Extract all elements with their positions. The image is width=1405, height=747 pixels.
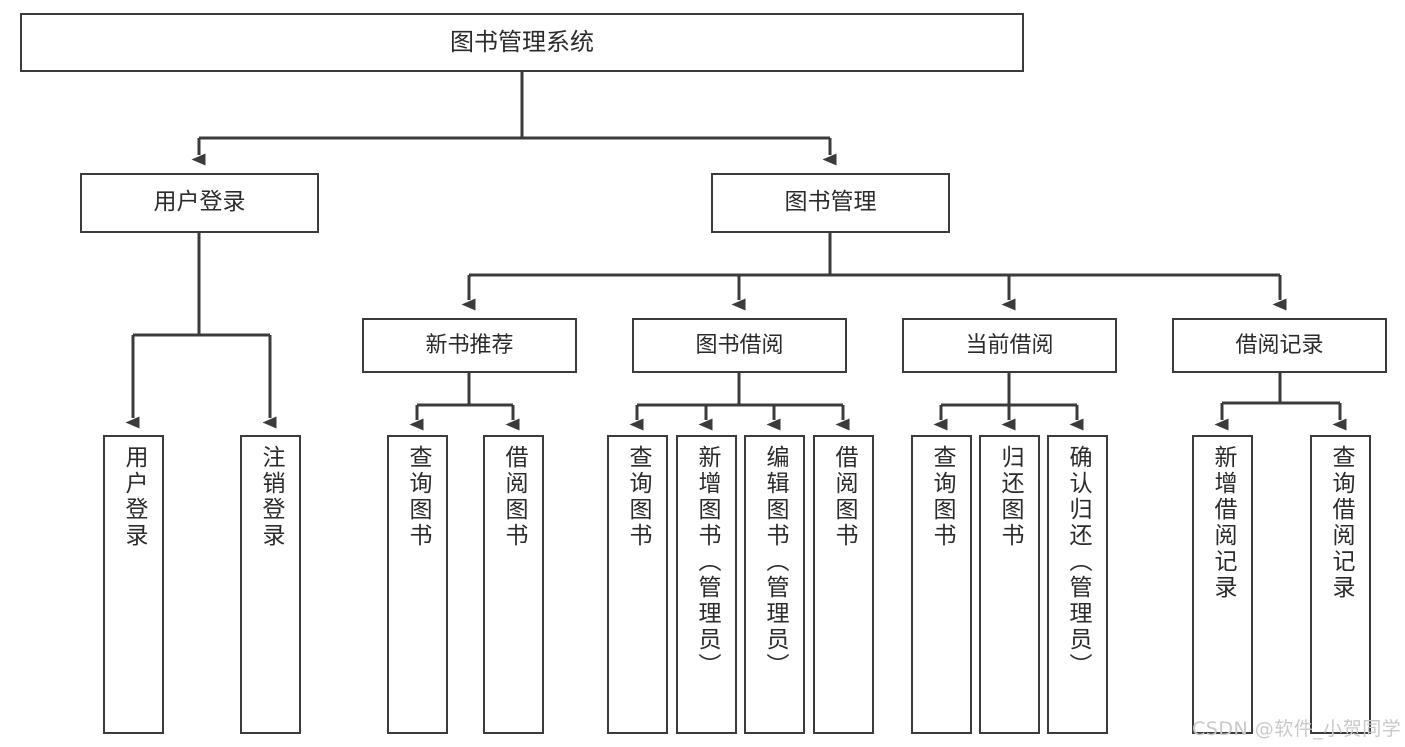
leaf-add-book-admin[interactable]: 新增图书（管理员） <box>676 435 737 734</box>
csdn-watermark: CSDN @软件_小贺同学 <box>1192 718 1402 740</box>
leaf-borrow-book[interactable]: 借阅图书 <box>813 435 874 734</box>
leaf-borrow-book-recommend[interactable]: 借阅图书 <box>483 435 544 734</box>
node-label: 用户登录 <box>121 445 147 549</box>
node-label: 注销登录 <box>258 445 284 549</box>
node-borrow-record[interactable]: 借阅记录 <box>1172 318 1387 373</box>
node-label: 借阅记录 <box>1235 332 1324 358</box>
node-label: 用户登录 <box>153 189 246 216</box>
node-new-book-recommend[interactable]: 新书推荐 <box>362 318 577 373</box>
node-label: 借阅图书 <box>501 445 527 549</box>
node-label: 图书管理 <box>784 189 877 216</box>
node-user-login[interactable]: 用户登录 <box>80 173 319 233</box>
node-label: 确认归还（管理员） <box>1065 445 1091 679</box>
leaf-query-book-borrow[interactable]: 查询图书 <box>607 435 668 734</box>
node-book-management[interactable]: 图书管理 <box>711 173 950 233</box>
node-label: 借阅图书 <box>831 445 857 549</box>
node-label: 归还图书 <box>997 445 1023 549</box>
node-label: 当前借阅 <box>965 332 1054 358</box>
node-label: 查询图书 <box>625 445 651 549</box>
leaf-query-book-current[interactable]: 查询图书 <box>911 435 972 734</box>
leaf-return-book[interactable]: 归还图书 <box>979 435 1040 734</box>
node-label: 编辑图书（管理员） <box>762 445 788 679</box>
node-label: 查询图书 <box>405 445 431 549</box>
leaf-add-borrow-record[interactable]: 新增借阅记录 <box>1192 435 1253 734</box>
node-label: 图书借阅 <box>695 332 784 358</box>
leaf-user-login[interactable]: 用户登录 <box>103 435 164 734</box>
node-label: 图书管理系统 <box>450 28 594 57</box>
node-label: 新书推荐 <box>425 332 514 358</box>
node-current-borrow[interactable]: 当前借阅 <box>902 318 1117 373</box>
node-root-system[interactable]: 图书管理系统 <box>20 13 1024 72</box>
node-label: 新增图书（管理员） <box>694 445 720 679</box>
leaf-edit-book-admin[interactable]: 编辑图书（管理员） <box>744 435 805 734</box>
leaf-logout[interactable]: 注销登录 <box>240 435 301 734</box>
node-label: 查询图书 <box>929 445 955 549</box>
node-label: 查询借阅记录 <box>1328 445 1354 601</box>
node-book-borrow[interactable]: 图书借阅 <box>632 318 847 373</box>
leaf-confirm-return-admin[interactable]: 确认归还（管理员） <box>1047 435 1108 734</box>
node-label: 新增借阅记录 <box>1210 445 1236 601</box>
leaf-query-borrow-record[interactable]: 查询借阅记录 <box>1310 435 1371 734</box>
leaf-query-book-recommend[interactable]: 查询图书 <box>387 435 448 734</box>
